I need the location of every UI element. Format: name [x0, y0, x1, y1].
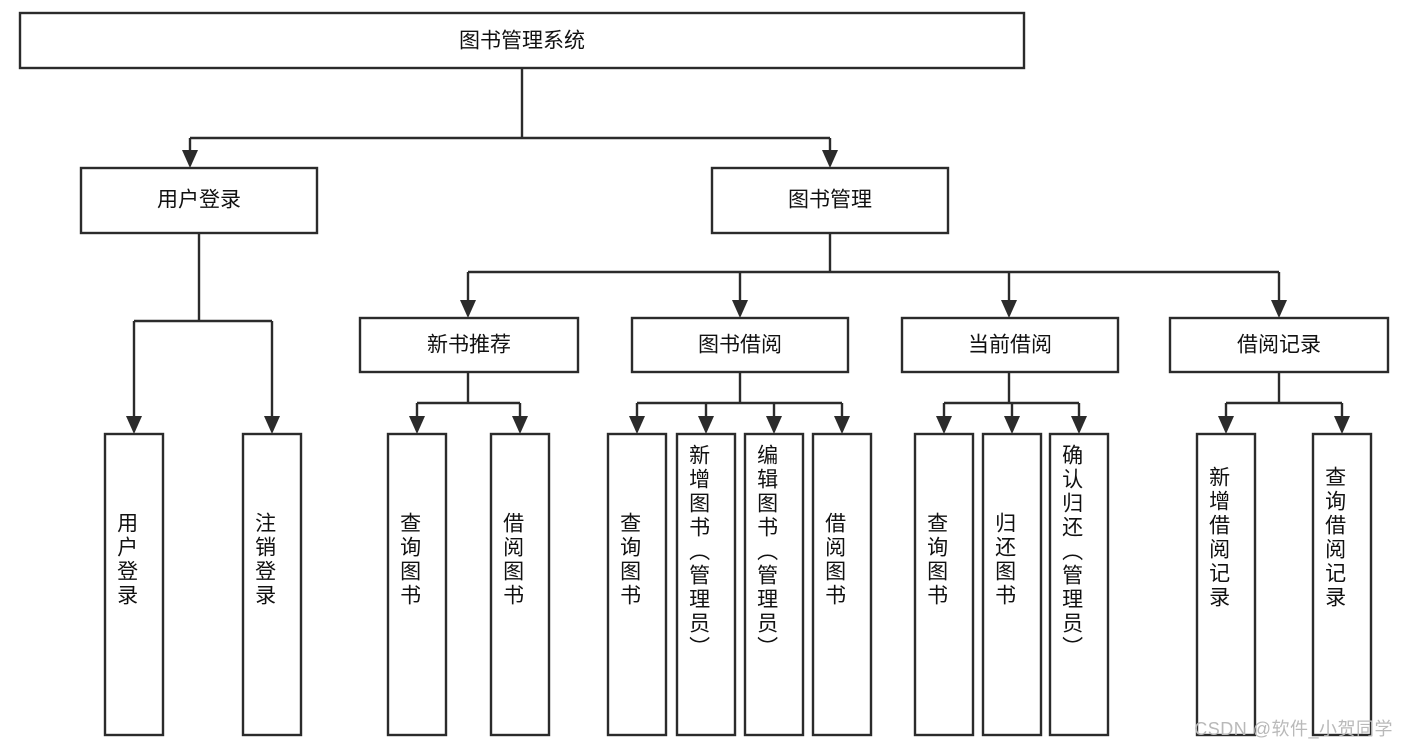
arrow-borrow-leaf-4	[834, 416, 850, 434]
leaf-user-login-1[interactable]: 用户登录	[103, 432, 165, 737]
leaf-borrow-record-2-box[interactable]	[1311, 432, 1373, 737]
node-borrow-record-box[interactable]	[1168, 316, 1390, 374]
leaf-book-borrow-4[interactable]: 借阅图书	[811, 432, 873, 737]
leaf-borrow-record-2[interactable]: 查询借阅记录	[1311, 432, 1373, 737]
arrow-current-leaf-2	[1004, 416, 1020, 434]
leaf-book-borrow-1-label: 查询图书	[618, 512, 642, 608]
node-book-manage-label: 图书管理	[788, 189, 872, 212]
node-borrow-record-label: 借阅记录	[1237, 334, 1321, 357]
leaf-new-book-recommend-2-label: 借阅图书	[501, 512, 525, 608]
arrow-l3-2	[732, 300, 748, 318]
leaf-current-borrow-2-label: 归还图书	[993, 512, 1017, 608]
node-borrow-record[interactable]: 借阅记录	[1168, 316, 1390, 374]
node-book-borrow-label: 图书借阅	[698, 334, 782, 357]
node-current-borrow-label: 当前借阅	[968, 334, 1052, 357]
node-user-login-label: 用户登录	[157, 189, 241, 212]
leaf-new-book-recommend-1[interactable]: 查询图书	[386, 432, 448, 737]
node-root-box[interactable]	[18, 11, 1026, 70]
leaf-book-borrow-1-box[interactable]	[606, 432, 668, 737]
leaf-user-login-1-label: 用户登录	[115, 512, 139, 608]
arrow-current-leaf-3	[1071, 416, 1087, 434]
arrow-rec-leaf-1	[409, 416, 425, 434]
leaf-book-borrow-4-label: 借阅图书	[823, 512, 847, 608]
node-root-label: 图书管理系统	[459, 30, 585, 53]
leaf-user-login-2-box[interactable]	[241, 432, 303, 737]
arrow-record-leaf-1	[1218, 416, 1234, 434]
leaf-new-book-recommend-2-box[interactable]	[489, 432, 551, 737]
node-user-login-box[interactable]	[79, 166, 319, 235]
leaf-book-borrow-2-box[interactable]	[675, 432, 737, 737]
node-current-borrow[interactable]: 当前借阅	[900, 316, 1120, 374]
arrow-l3-1	[460, 300, 476, 318]
node-book-manage[interactable]: 图书管理	[710, 166, 950, 235]
arrow-leaf-user-login-1	[126, 416, 142, 434]
connector-group	[126, 68, 1350, 434]
node-book-manage-box[interactable]	[710, 166, 950, 235]
leaf-current-borrow-2[interactable]: 归还图书	[981, 432, 1043, 737]
node-new-book-recommend-label: 新书推荐	[427, 334, 511, 357]
leaf-user-login-2-label: 注销登录	[253, 512, 277, 608]
node-book-borrow[interactable]: 图书借阅	[630, 316, 850, 374]
node-book-borrow-box[interactable]	[630, 316, 850, 374]
leaf-book-borrow-3-label: 编辑图书（管理员）	[755, 444, 779, 660]
leaf-borrow-record-2-label: 查询借阅记录	[1323, 466, 1347, 610]
leaf-current-borrow-3[interactable]: 确认归还（管理员）	[1048, 432, 1110, 737]
arrow-current-leaf-1	[936, 416, 952, 434]
arrow-borrow-leaf-3	[766, 416, 782, 434]
arrow-rec-leaf-2	[512, 416, 528, 434]
node-user-login[interactable]: 用户登录	[79, 166, 319, 235]
leaf-current-borrow-1-label: 查询图书	[925, 512, 949, 608]
leaf-current-borrow-1[interactable]: 查询图书	[913, 432, 975, 737]
arrow-book-manage	[822, 150, 838, 168]
leaf-book-borrow-2[interactable]: 新增图书（管理员）	[675, 432, 737, 737]
leaf-book-borrow-2-label: 新增图书（管理员）	[687, 444, 711, 660]
arrow-l3-4	[1271, 300, 1287, 318]
leaf-borrow-record-1-box[interactable]	[1195, 432, 1257, 737]
arrow-user-login	[182, 150, 198, 168]
arrow-leaf-user-login-2	[264, 416, 280, 434]
node-new-book-recommend-box[interactable]	[358, 316, 580, 374]
node-current-borrow-box[interactable]	[900, 316, 1120, 374]
leaf-borrow-record-1-label: 新增借阅记录	[1207, 466, 1231, 610]
leaf-current-borrow-2-box[interactable]	[981, 432, 1043, 737]
leaf-book-borrow-4-box[interactable]	[811, 432, 873, 737]
node-root[interactable]: 图书管理系统	[18, 11, 1026, 70]
leaf-current-borrow-1-box[interactable]	[913, 432, 975, 737]
leaf-current-borrow-3-box[interactable]	[1048, 432, 1110, 737]
leaf-user-login-2[interactable]: 注销登录	[241, 432, 303, 737]
leaf-user-login-1-box[interactable]	[103, 432, 165, 737]
leaf-book-borrow-3-box[interactable]	[743, 432, 805, 737]
leaf-book-borrow-1[interactable]: 查询图书	[606, 432, 668, 737]
leaf-book-borrow-3[interactable]: 编辑图书（管理员）	[743, 432, 805, 737]
node-new-book-recommend[interactable]: 新书推荐	[358, 316, 580, 374]
leaf-new-book-recommend-2[interactable]: 借阅图书	[489, 432, 551, 737]
arrow-l3-3	[1001, 300, 1017, 318]
arrow-borrow-leaf-1	[629, 416, 645, 434]
arrow-borrow-leaf-2	[698, 416, 714, 434]
leaf-current-borrow-3-label: 确认归还（管理员）	[1060, 444, 1084, 660]
leaf-new-book-recommend-1-label: 查询图书	[398, 512, 422, 608]
leaf-new-book-recommend-1-box[interactable]	[386, 432, 448, 737]
leaf-borrow-record-1[interactable]: 新增借阅记录	[1195, 432, 1257, 737]
arrow-record-leaf-2	[1334, 416, 1350, 434]
